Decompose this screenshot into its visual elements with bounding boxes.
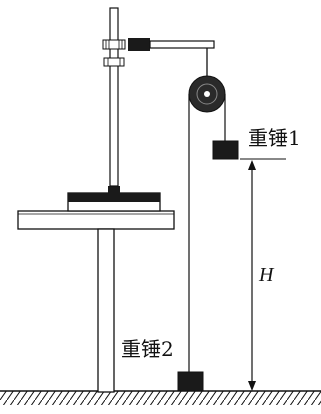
stand-base [67, 186, 161, 212]
height-arrow [248, 160, 256, 391]
height-label: H [259, 264, 274, 286]
weight-2 [177, 371, 204, 392]
weight-1 [212, 140, 239, 160]
vertical-rod [109, 7, 119, 187]
table [17, 210, 175, 393]
ground [0, 390, 321, 405]
horizontal-arm [149, 40, 215, 49]
weight-1-label: 重锤1 [248, 126, 301, 150]
weight-2-label: 重锤2 [121, 337, 174, 361]
table-leg [97, 228, 115, 393]
clamp [102, 38, 150, 67]
pulley [188, 75, 226, 113]
